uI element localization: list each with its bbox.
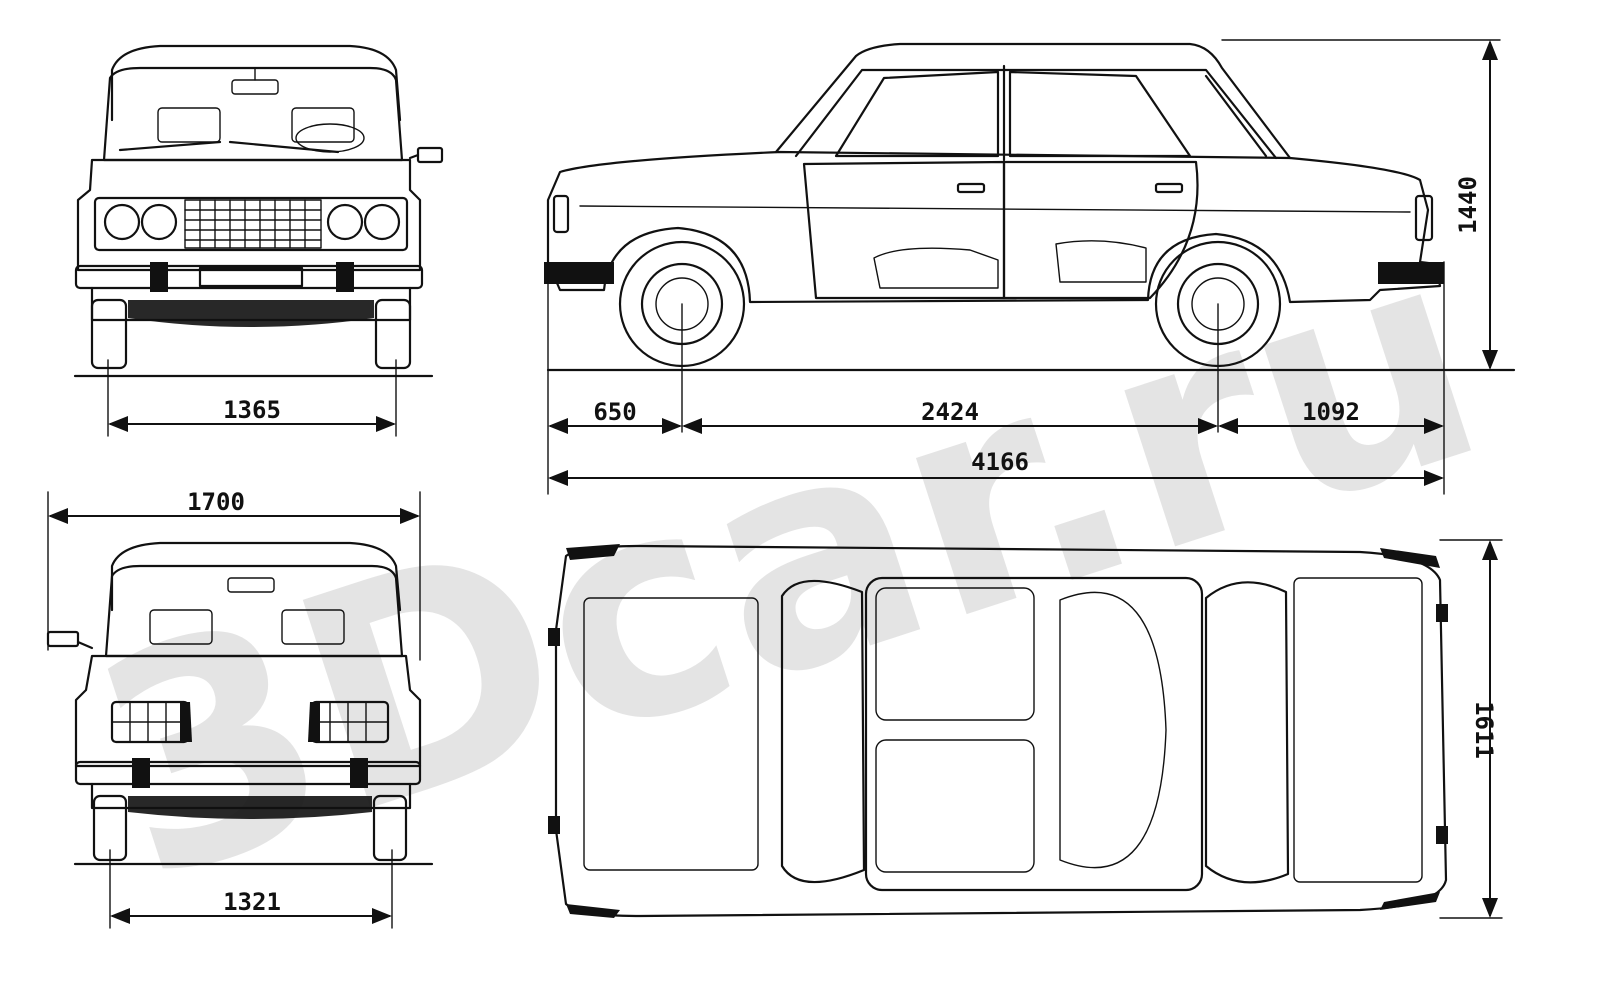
watermark: 3Dcar.ru [60, 178, 1517, 948]
headlight-icon [103, 203, 141, 241]
front-door [802, 160, 1006, 300]
overall-length-label: 4166 [971, 448, 1029, 476]
trunk-panel [1293, 577, 1423, 883]
rearview-mirror [231, 79, 279, 95]
rear-door [1002, 160, 1199, 300]
headlight-icon [326, 203, 364, 241]
overall-width-label: 1700 [187, 488, 245, 516]
front-view: 1365 [73, 44, 444, 437]
rear-bench-top [1059, 591, 1167, 869]
front-seat-left [157, 107, 221, 143]
rear-bumper [74, 760, 422, 786]
wheelbase-label: 2424 [921, 398, 979, 426]
top-roof [864, 576, 1204, 892]
front-track-label: 1365 [223, 396, 281, 424]
front-windshield [102, 66, 404, 162]
top-windshield [780, 579, 866, 884]
rear-door-window [1008, 70, 1192, 158]
front-grille-frame [93, 196, 409, 252]
headlight-icon [363, 203, 401, 241]
front-seat-right-top [875, 739, 1035, 873]
front-roof [110, 44, 402, 122]
front-license-plate [198, 266, 304, 288]
front-door-window [834, 70, 1000, 158]
watermark-text: 3Dcar.ru [60, 178, 1517, 948]
rear-window [104, 564, 404, 658]
hood-panel [583, 597, 759, 871]
headlight-icon [140, 203, 178, 241]
side-roof [774, 42, 1292, 160]
side-body [546, 150, 1442, 304]
front-wheel-left [90, 298, 128, 370]
rear-roof [110, 541, 402, 612]
front-wheel-right [374, 298, 412, 370]
side-mirror-icon [416, 146, 444, 164]
front-seat-right [291, 107, 355, 143]
body-side-molding [579, 205, 1411, 213]
door-handle-icon [1154, 182, 1184, 194]
rear-headrest-right [281, 609, 345, 645]
rear-track-label: 1321 [223, 888, 281, 916]
front-overhang-label: 650 [593, 398, 636, 426]
rear-headrest-left [149, 609, 213, 645]
rear-wheel-right [372, 794, 408, 862]
front-grille [184, 199, 322, 249]
front-bumper [74, 264, 424, 290]
side-view: 650 2424 1092 4166 1440 [544, 39, 1516, 495]
front-seat-left-top [875, 587, 1035, 721]
side-mirror-icon [46, 630, 80, 648]
grille-mesh [184, 199, 322, 249]
height-label: 1440 [1454, 176, 1482, 234]
rear-overhang-label: 1092 [1302, 398, 1360, 426]
top-view: 1611 [548, 539, 1503, 919]
body-width-label: 1611 [1470, 701, 1498, 759]
door-handle-icon [956, 182, 986, 194]
front-body [76, 158, 422, 272]
top-rear-window [1204, 581, 1290, 884]
rear-view: 1700 [46, 488, 434, 929]
